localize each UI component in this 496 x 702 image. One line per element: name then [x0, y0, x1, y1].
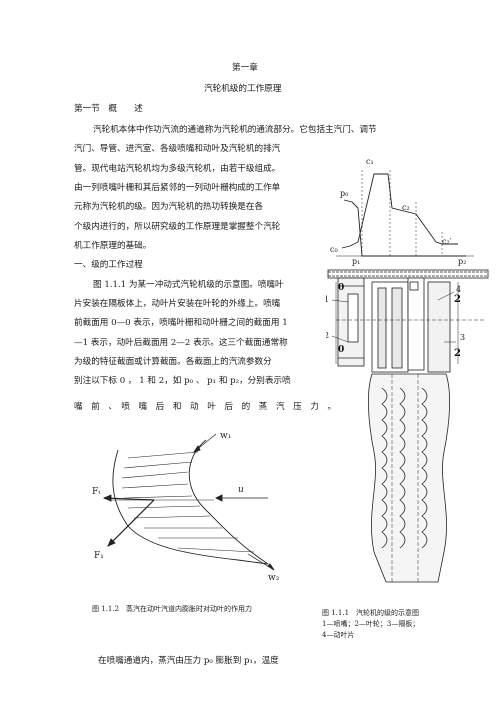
label-p2: p₂	[458, 257, 466, 266]
label-c1: c₁	[366, 157, 374, 166]
chapter-number: 第一章	[232, 63, 258, 73]
label-c2-prime: c₂′	[442, 237, 452, 246]
label-ft: Fₜ	[92, 487, 101, 497]
label-w2: w₂	[268, 573, 280, 583]
section-mark-2-bottom: 2	[454, 348, 461, 359]
label-c2: c₂	[402, 203, 410, 212]
text-line: 别注以下标 0 ， 1 和 2，如 p₀ 、 p₁ 和 p₂，分别表示喷	[74, 376, 291, 386]
text-line: 片安装在隔板体上，动叶片安装在叶轮的外缘上。喷嘴	[74, 299, 281, 309]
text-line: 管。现代电站汽轮机均为多级汽轮机，由若干级组成。	[74, 164, 281, 174]
text-line: 汽门、导管、进汽室、各级喷嘴和动叶及汽轮机的排汽	[74, 144, 281, 154]
label-w1: w₁	[220, 431, 231, 441]
text-line: 嘴 前 、 喷 嘴 后 和 动 叶 后 的 蒸 汽 压 力 。	[74, 402, 337, 412]
part-label-1: 1	[326, 295, 329, 304]
figure-1-1-1-caption-title: 图 1.1.1 汽轮机的级的示意图	[322, 609, 420, 617]
text-line: —1 表示，动叶后截面用 2—2 表示。这三个截面通常称	[74, 338, 288, 348]
stage-cross-section	[327, 269, 489, 583]
text-line: 图 1.1.1 为某一冲动式汽轮机级的示意图。喷嘴叶	[93, 280, 284, 290]
chapter-title: 汽轮机级的工作原理	[204, 84, 282, 94]
figure-1-1-2-caption: 图 1.1.2 蒸汽在动叶汽道内膨胀时对动叶的作用力	[92, 605, 253, 613]
part-label-3: 3	[460, 333, 465, 342]
label-p0: p₀	[340, 189, 348, 198]
text-line: 由一列喷嘴叶栅和其后紧邻的一列动叶栅构成的工作单	[74, 183, 281, 193]
label-p1: p₁	[352, 257, 360, 266]
figure-1-1-1-caption-line3: 4—动叶片	[322, 631, 355, 639]
stage-schematic-figure: c₁ p₀ c₂ c₀ c₂′ p₁ p₂	[326, 157, 489, 583]
label-f1: F₁	[94, 551, 104, 561]
section-heading: 第一节 概 述	[74, 104, 143, 114]
figure-1-1-1-caption-line2: 1—喷嘴；2—叶轮；3—隔板；	[322, 620, 420, 628]
blade-force-figure: w₁ Fₜ u F₁ w₂	[92, 431, 280, 583]
text-line: 元称为汽轮机的级。因为汽轮机的热功转换是在各	[74, 202, 264, 212]
text-line: 机工作原理的基础。	[74, 241, 152, 251]
label-c0: c₀	[330, 245, 338, 254]
text-line: 前截面用 0—0 表示，喷嘴叶栅和动叶栅之间的截面用 1	[74, 318, 288, 328]
label-u: u	[238, 485, 244, 495]
part-label-4: 4	[456, 285, 461, 294]
text-line: 个级内进行的，所以研究级的工作原理是掌握整个汽轮	[74, 222, 281, 232]
blade-channel	[102, 433, 275, 571]
section-mark-0-top: 0	[338, 283, 344, 293]
section-mark-0-bottom: 0	[338, 345, 344, 355]
pressure-velocity-plot	[336, 170, 474, 257]
text-line: 在喷嘴通道内，蒸汽由压力 p₀ 膨胀到 p₁，温度	[98, 656, 279, 666]
text-line: 汽轮机本体中作功汽流的通道称为汽轮机的通流部分。它包括主汽门、调节	[93, 125, 377, 135]
section-mark-2-top: 2	[454, 294, 461, 305]
text-line: 为级的特征截面或计算截面。各截面上的汽流参数分	[74, 357, 272, 367]
part-label-2: 2	[326, 331, 329, 340]
subheading: 一、级的工作过程	[74, 260, 143, 270]
